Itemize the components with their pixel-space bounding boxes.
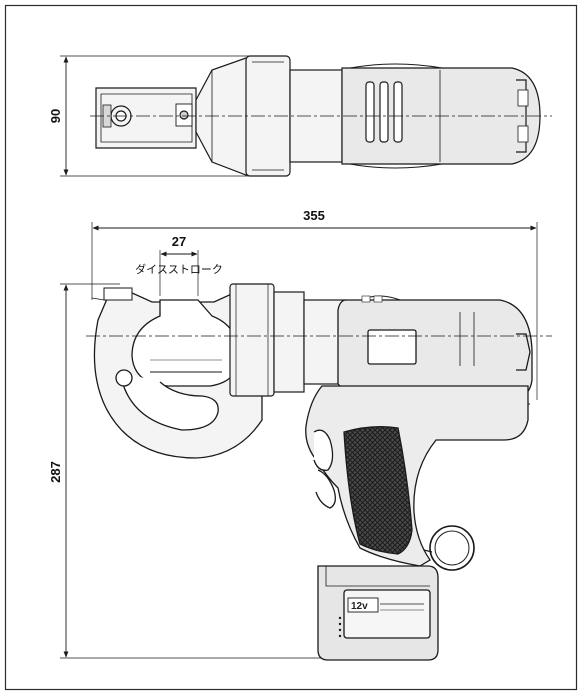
side-coupling [229, 283, 347, 397]
top-vent-1 [365, 81, 375, 143]
dimension-27: 27 ダイスストローク [135, 234, 223, 296]
c-head-hole [115, 369, 133, 387]
side-c-head [91, 287, 263, 459]
top-vent-3 [393, 81, 403, 143]
battery-voltage-label: 12v [351, 601, 368, 612]
c-head-slot [119, 371, 219, 431]
body-window [367, 329, 417, 365]
die-stroke-label: ダイスストローク [135, 262, 223, 276]
dimension-90-label: 90 [48, 109, 63, 123]
dimension-27-label: 27 [172, 234, 186, 249]
drawing-frame [4, 4, 578, 691]
top-head-block [95, 87, 197, 149]
dimension-355: 355 [91, 208, 538, 400]
grip-knurl [343, 426, 413, 555]
top-vent-2 [379, 81, 389, 143]
coupling-ring [273, 291, 305, 393]
coupling-block [229, 283, 275, 397]
handle-housing [305, 385, 529, 567]
dimension-287-label: 287 [48, 461, 63, 483]
body-housing [337, 299, 533, 399]
hanging-ring [423, 525, 475, 571]
trigger [313, 429, 334, 471]
dimension-287: 287 [48, 283, 330, 659]
dimension-355-label: 355 [303, 208, 325, 223]
trigger-lower [315, 469, 336, 509]
battery-label-panel [343, 589, 431, 639]
side-handle [305, 385, 529, 567]
dimension-90: 90 [48, 55, 250, 177]
battery-pack [317, 565, 439, 661]
